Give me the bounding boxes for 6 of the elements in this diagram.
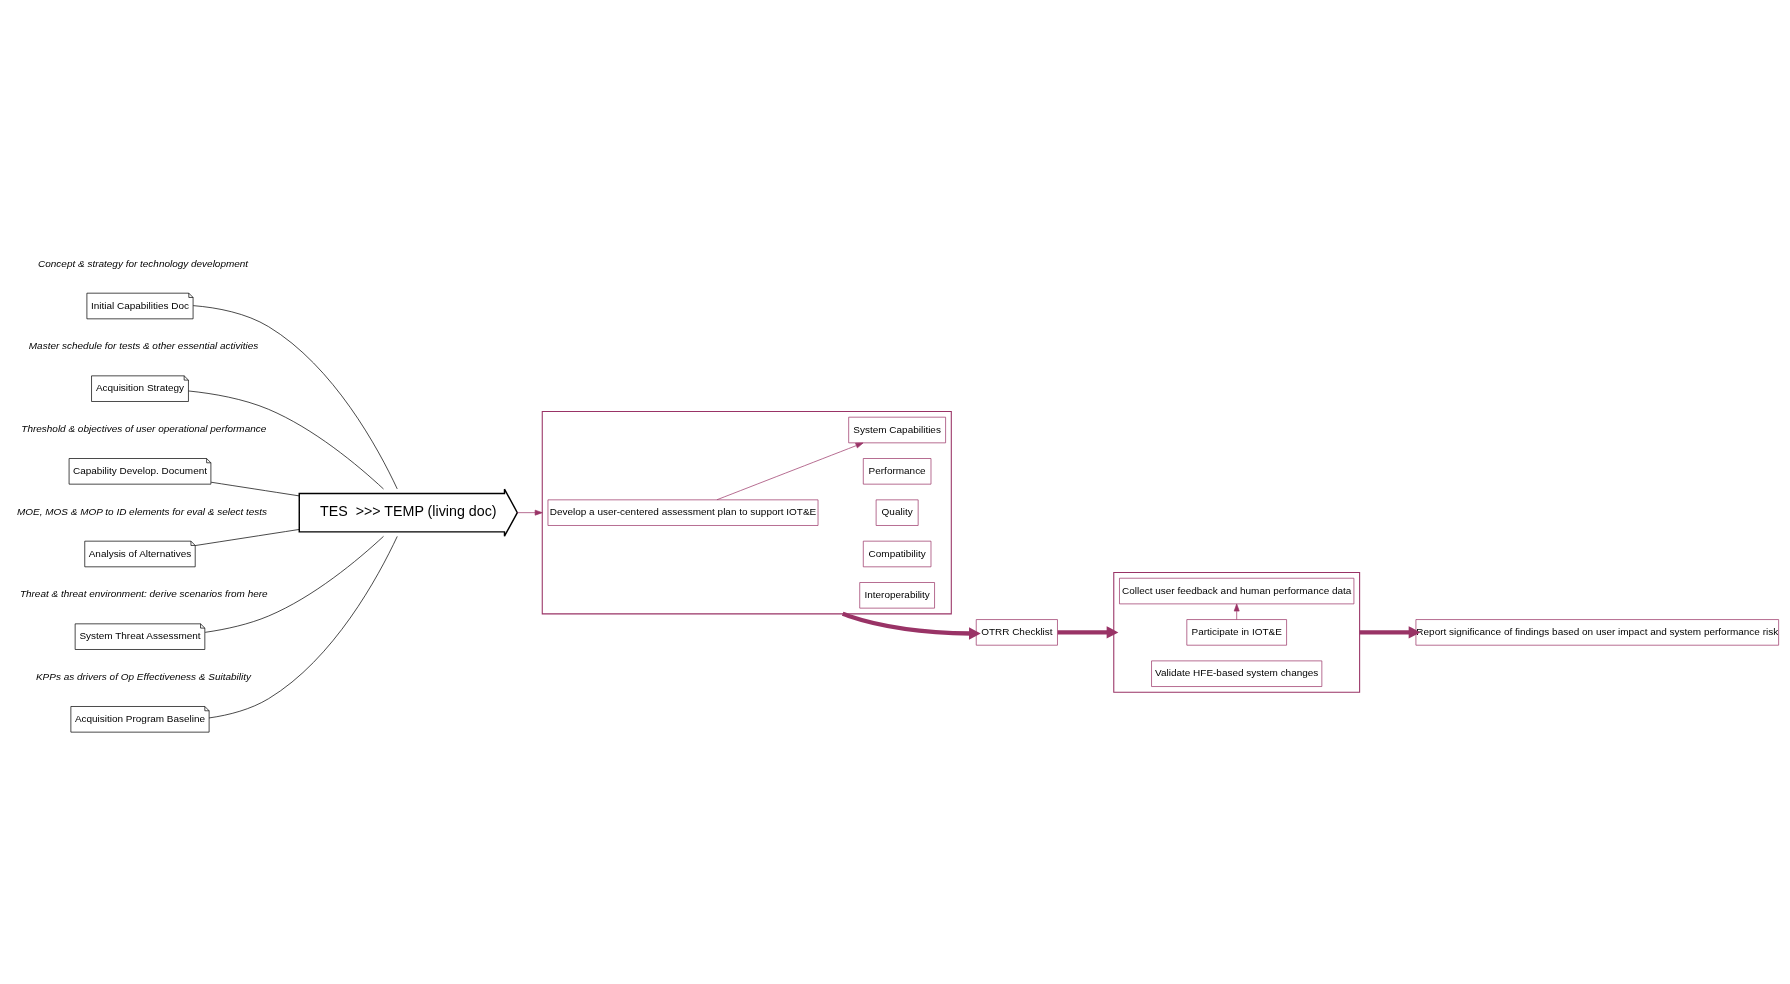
node-label: KPPs as drivers of Op Effectiveness & Suitability [35,670,251,682]
node-label: Threat & threat environment: derive scenarios from here [19,588,268,600]
node-label: Master schedule for tests & other essential activities [28,340,259,352]
node-label: Threshold & objectives of user operational performance [21,422,267,434]
node-label: MOE, MOS & MOP to ID elements for eval & select tests [17,505,268,517]
node-label: Concept & strategy for technology development [38,257,249,269]
